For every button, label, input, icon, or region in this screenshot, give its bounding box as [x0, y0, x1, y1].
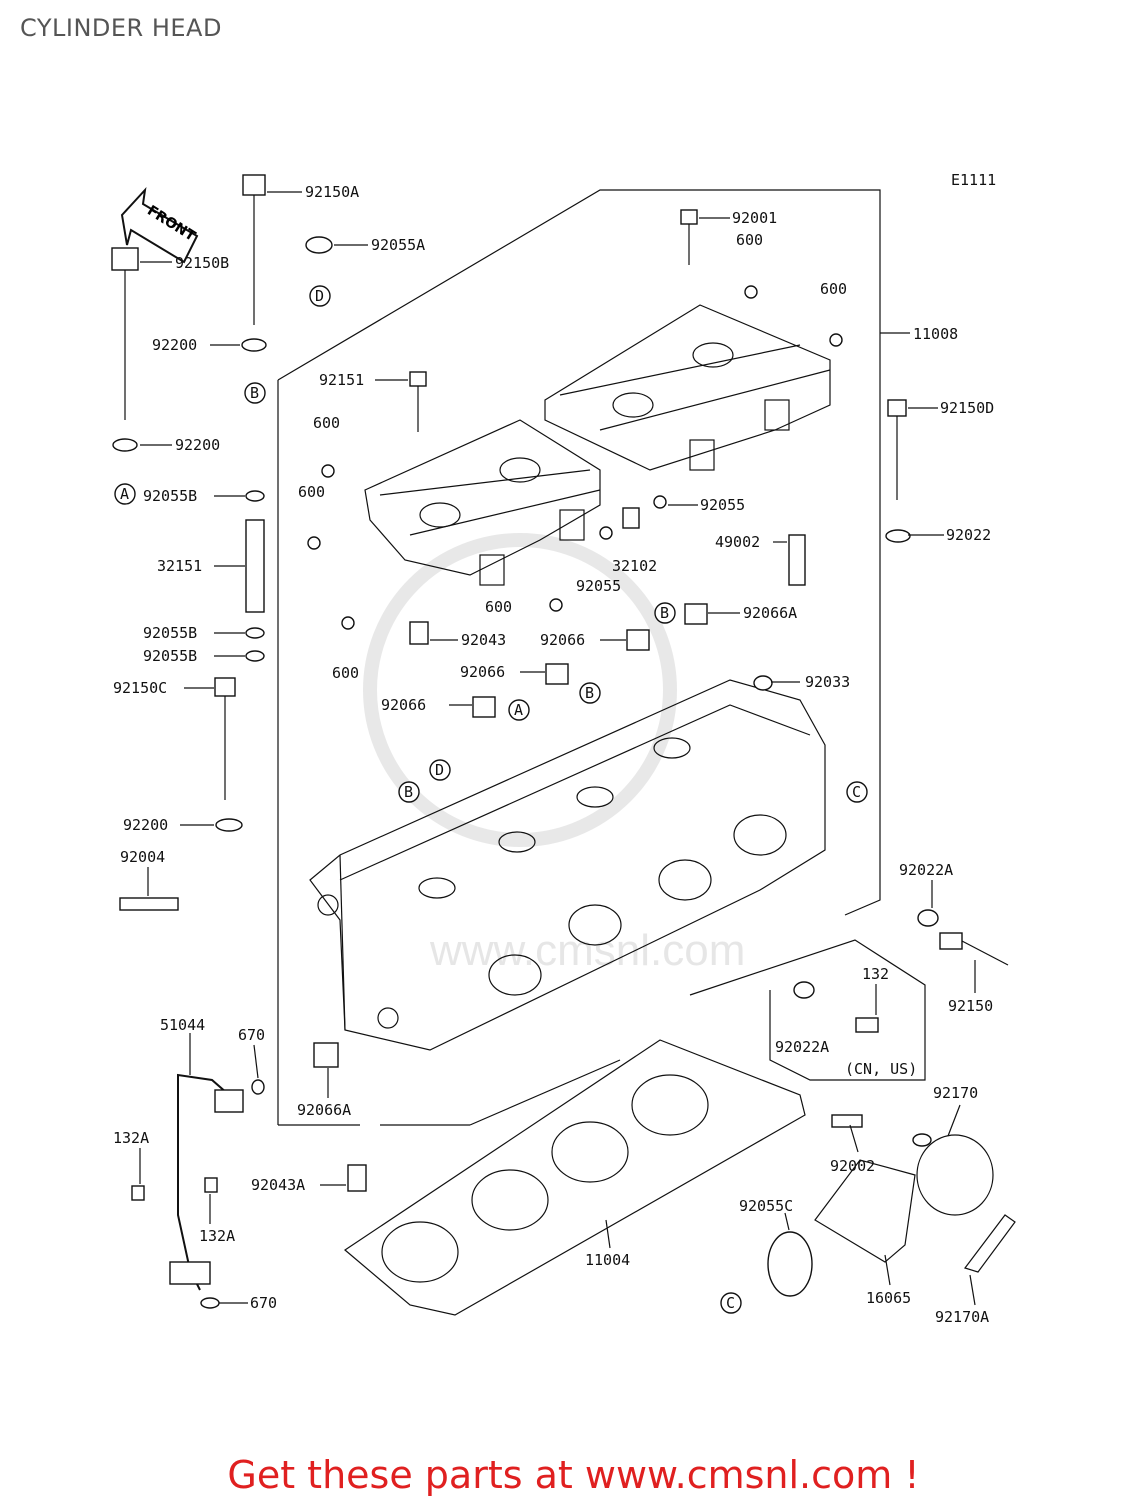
- part-shapes: [111, 174, 1016, 1309]
- part-label: 92033: [805, 673, 850, 691]
- part-label: 92170A: [935, 1308, 989, 1326]
- part-label: 92043A: [251, 1176, 305, 1194]
- callout-b-4: [398, 781, 420, 803]
- part-label: 92150C: [113, 679, 167, 697]
- part-label: 132A: [113, 1129, 149, 1147]
- part-label: 600: [298, 483, 325, 501]
- part-label: 92055B: [143, 647, 197, 665]
- front-label: FRONT: [144, 203, 198, 245]
- callouts: D B A B B A D B C C: [114, 285, 868, 1314]
- cylinder-head-body: [309, 679, 826, 1051]
- diagram-code: E1111: [951, 171, 996, 189]
- part-label: 11008: [913, 325, 958, 343]
- callout-a-1: [114, 483, 136, 505]
- part-label: 92170: [933, 1084, 978, 1102]
- part-label: 51044: [160, 1016, 205, 1034]
- callout-c-2: [720, 1292, 742, 1314]
- callout-b-1: [244, 382, 266, 404]
- callout-d-label-1: D: [315, 287, 324, 305]
- part-label: 92200: [175, 436, 220, 454]
- head-gasket: [344, 1039, 806, 1316]
- part-label: 92066A: [743, 604, 797, 622]
- camshaft-holder-rear: [544, 304, 831, 471]
- part-label: 670: [238, 1026, 265, 1044]
- assembly-outlines: [277, 189, 926, 1126]
- part-label: 92066A: [297, 1101, 351, 1119]
- camshaft-holder-front: [364, 419, 601, 586]
- page-title: CYLINDER HEAD: [20, 14, 222, 42]
- part-label: 92150B: [175, 254, 229, 272]
- order-parts-link[interactable]: Get these parts at www.cmsnl.com !: [227, 1453, 920, 1497]
- callout-c-label-2: C: [726, 1294, 735, 1312]
- callout-c-label-1: C: [852, 783, 861, 801]
- callout-a-label-2: A: [514, 701, 523, 719]
- part-labels: 92150A 92055A 92150B 92200 92200 92055B …: [113, 183, 994, 1326]
- callout-a-2: [508, 699, 530, 721]
- part-label: 600: [485, 598, 512, 616]
- part-label: 92055B: [143, 624, 197, 642]
- watermark-text: www.cmsnl.com: [429, 926, 745, 975]
- part-label: 600: [332, 664, 359, 682]
- part-label: 92055: [700, 496, 745, 514]
- part-label: 92055C: [739, 1197, 793, 1215]
- part-label: 32151: [157, 557, 202, 575]
- part-label: 92200: [152, 336, 197, 354]
- watermark: www.cmsnl.com: [363, 533, 745, 975]
- callout-b-label-3: B: [585, 684, 594, 702]
- part-label: 92151: [319, 371, 364, 389]
- part-label: 132A: [199, 1227, 235, 1245]
- part-label: 92200: [123, 816, 168, 834]
- part-label: 600: [313, 414, 340, 432]
- part-label: 600: [820, 280, 847, 298]
- part-label: 92001: [732, 209, 777, 227]
- region-note: (CN, US): [845, 1060, 917, 1078]
- callout-b-label-2: B: [660, 604, 669, 622]
- part-label: 92004: [120, 848, 165, 866]
- part-label: 92022A: [899, 861, 953, 879]
- part-label: 32102: [612, 557, 657, 575]
- part-label: 670: [250, 1294, 277, 1312]
- callout-b-label-1: B: [250, 384, 259, 402]
- callout-c-1: [846, 781, 868, 803]
- part-label: 92150: [948, 997, 993, 1015]
- part-label: 92022: [946, 526, 991, 544]
- callout-d-1: [309, 285, 331, 307]
- part-label: 92055: [576, 577, 621, 595]
- part-label: 11004: [585, 1251, 630, 1269]
- part-label: 92066: [540, 631, 585, 649]
- part-label: 49002: [715, 533, 760, 551]
- callout-d-2: [429, 759, 451, 781]
- part-label: 132: [862, 965, 889, 983]
- callout-b-3: [579, 682, 601, 704]
- callout-b-label-4: B: [404, 783, 413, 801]
- part-label: 600: [736, 231, 763, 249]
- part-label: 92066: [460, 663, 505, 681]
- part-label: 92043: [461, 631, 506, 649]
- part-label: 92022A: [775, 1038, 829, 1056]
- part-label: 92066: [381, 696, 426, 714]
- part-label: 92150D: [940, 399, 994, 417]
- leader-lines: [139, 191, 976, 1306]
- callout-d-label-2: D: [435, 761, 444, 779]
- part-label: 92150A: [305, 183, 359, 201]
- part-label: 92055B: [143, 487, 197, 505]
- part-label: 16065: [866, 1289, 911, 1307]
- callout-a-label-1: A: [120, 485, 129, 503]
- part-label: 92002: [830, 1157, 875, 1175]
- callout-b-2: [654, 602, 676, 624]
- part-label: 92055A: [371, 236, 425, 254]
